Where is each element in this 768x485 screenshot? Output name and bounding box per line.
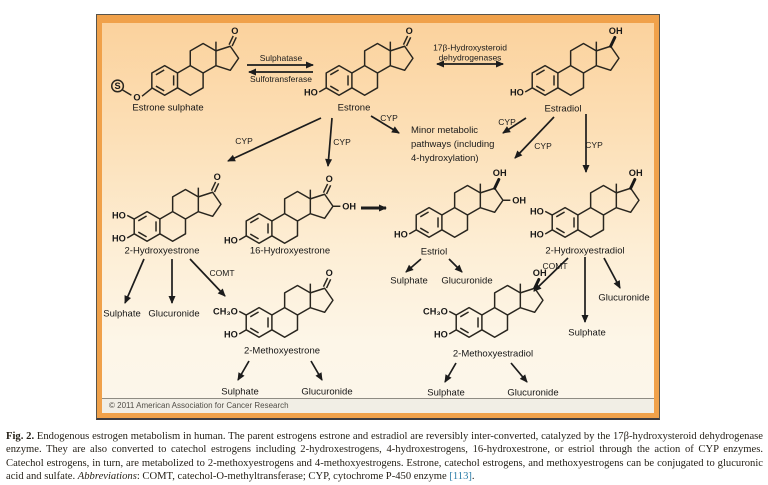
- 2-methoxyestrone-structure: O CH₃O HO: [213, 268, 334, 340]
- ho-label: HO: [304, 88, 318, 98]
- steroid-skeleton: [415, 182, 504, 238]
- ketone-o-label: O: [406, 26, 413, 36]
- oh-label: OH: [342, 201, 356, 211]
- glucuronide-label: Glucuronide: [598, 292, 650, 304]
- minor-pathways-note: Minor metabolic pathways (including 4-hy…: [411, 125, 495, 164]
- estrone-sulphate-structure: O S O: [110, 26, 240, 102]
- sulphate-s-label: S: [114, 81, 120, 91]
- estradiol-label: Estradiol: [544, 103, 582, 115]
- figure-caption: Fig. 2. Endogenous estrogen metabolism i…: [6, 430, 763, 484]
- steroid-skeleton: [531, 40, 620, 96]
- reference-link[interactable]: [113]: [449, 471, 472, 483]
- methoxy-label: CH₃O: [213, 307, 238, 317]
- ho-label: HO: [224, 236, 238, 246]
- 2-hydroxyestrone-structure: O HO HO: [112, 172, 222, 244]
- estrone-sulphate-label: Estrone sulphate: [132, 102, 204, 114]
- figure-panel: © 2011 American Association for Cancer R…: [96, 14, 660, 420]
- oh-label: OH: [512, 195, 526, 205]
- methoxy-label: CH₃O: [423, 307, 448, 317]
- ho-label: HO: [112, 234, 126, 244]
- glucuronide-label: Glucuronide: [148, 308, 200, 320]
- glucuronide-label: Glucuronide: [507, 387, 559, 399]
- oh-label: OH: [629, 168, 643, 178]
- oh-label: OH: [609, 26, 623, 36]
- copyright-bar: © 2011 American Association for Cancer R…: [102, 398, 654, 413]
- copyright-text: © 2011 American Association for Cancer R…: [109, 401, 289, 410]
- caption-fig-label: Fig. 2.: [6, 431, 35, 442]
- estradiol-structure: OH HO: [510, 26, 623, 98]
- steroid-skeleton: [245, 282, 334, 338]
- estrone-label: Estrone: [337, 102, 371, 114]
- steroid-skeleton: [551, 182, 640, 238]
- ketone-o-label: O: [231, 26, 238, 36]
- ho-label: HO: [434, 330, 448, 340]
- hsd-label: 17β-Hydroxysteroid dehydrogenases: [433, 42, 507, 62]
- ho-label: HO: [394, 230, 408, 240]
- 2-hydroxyestrone-label: 2-Hydroxyestrone: [124, 245, 200, 257]
- sulphatase-label: Sulphatase: [259, 53, 303, 63]
- 2-hydroxyestradiol-structure: OH HO HO: [530, 168, 643, 240]
- caption-period: .: [471, 471, 475, 483]
- cyp-label: CYP: [380, 113, 398, 123]
- sulphate-label: Sulphate: [390, 275, 428, 287]
- estriol-label: Estriol: [420, 246, 448, 258]
- steroid-skeleton: [455, 282, 544, 338]
- cyp-label: CYP: [534, 141, 552, 151]
- cyp-label: CYP: [235, 136, 253, 146]
- sulphate-label: Sulphate: [427, 387, 465, 399]
- cyp-label: CYP: [498, 117, 516, 127]
- ho-label: HO: [530, 230, 544, 240]
- sulphate-label: Sulphate: [568, 327, 606, 339]
- glucuronide-label: Glucuronide: [441, 275, 493, 287]
- caption-body: Endogenous estrogen metabolism in human.…: [6, 431, 763, 483]
- 2-methoxyestradiol-structure: OH CH₃O HO: [423, 268, 547, 340]
- sulfotransferase-label: Sulfotransferase: [250, 74, 312, 84]
- steroid-skeleton: [151, 40, 240, 96]
- sulphate-label: Sulphate: [103, 308, 141, 320]
- ketone-o-label: O: [326, 268, 333, 278]
- steroid-skeleton: [245, 188, 334, 244]
- caption-abbreviations-text: : COMT, catechol-O-methyltransferase; CY…: [136, 471, 450, 483]
- comt-label: COMT: [542, 261, 568, 271]
- oh-label: OH: [493, 168, 507, 178]
- 16-hydroxyestrone-structure: O OH HO: [224, 174, 356, 246]
- ketone-o-label: O: [214, 172, 221, 182]
- ho-label: HO: [510, 88, 524, 98]
- estriol-structure: OH OH HO: [394, 168, 526, 240]
- ho-label: HO: [530, 207, 544, 217]
- ho-label: HO: [112, 211, 126, 221]
- sulphate-label: Sulphate: [221, 386, 259, 398]
- glucuronide-label: Glucuronide: [301, 386, 353, 398]
- 16-hydroxyestrone-label: 16-Hydroxyestrone: [249, 245, 331, 257]
- steroid-skeleton: [133, 186, 222, 242]
- ho-label: HO: [224, 330, 238, 340]
- cyp-label: CYP: [585, 140, 603, 150]
- caption-abbreviations-label: Abbreviations: [77, 471, 137, 483]
- 2-methoxyestradiol-label: 2-Methoxyestradiol: [452, 348, 534, 360]
- 2-hydroxyestradiol-label: 2-Hydroxyestradiol: [545, 245, 625, 257]
- comt-label: COMT: [209, 268, 235, 278]
- steroid-skeleton: [325, 40, 414, 96]
- estrone-structure: O HO: [304, 26, 414, 98]
- ester-o-label: O: [133, 92, 140, 102]
- ketone-o-label: O: [326, 174, 333, 184]
- cyp-label: CYP: [333, 137, 351, 147]
- 2-methoxyestrone-label: 2-Methoxyestrone: [243, 345, 321, 357]
- oh-label: OH: [533, 268, 547, 278]
